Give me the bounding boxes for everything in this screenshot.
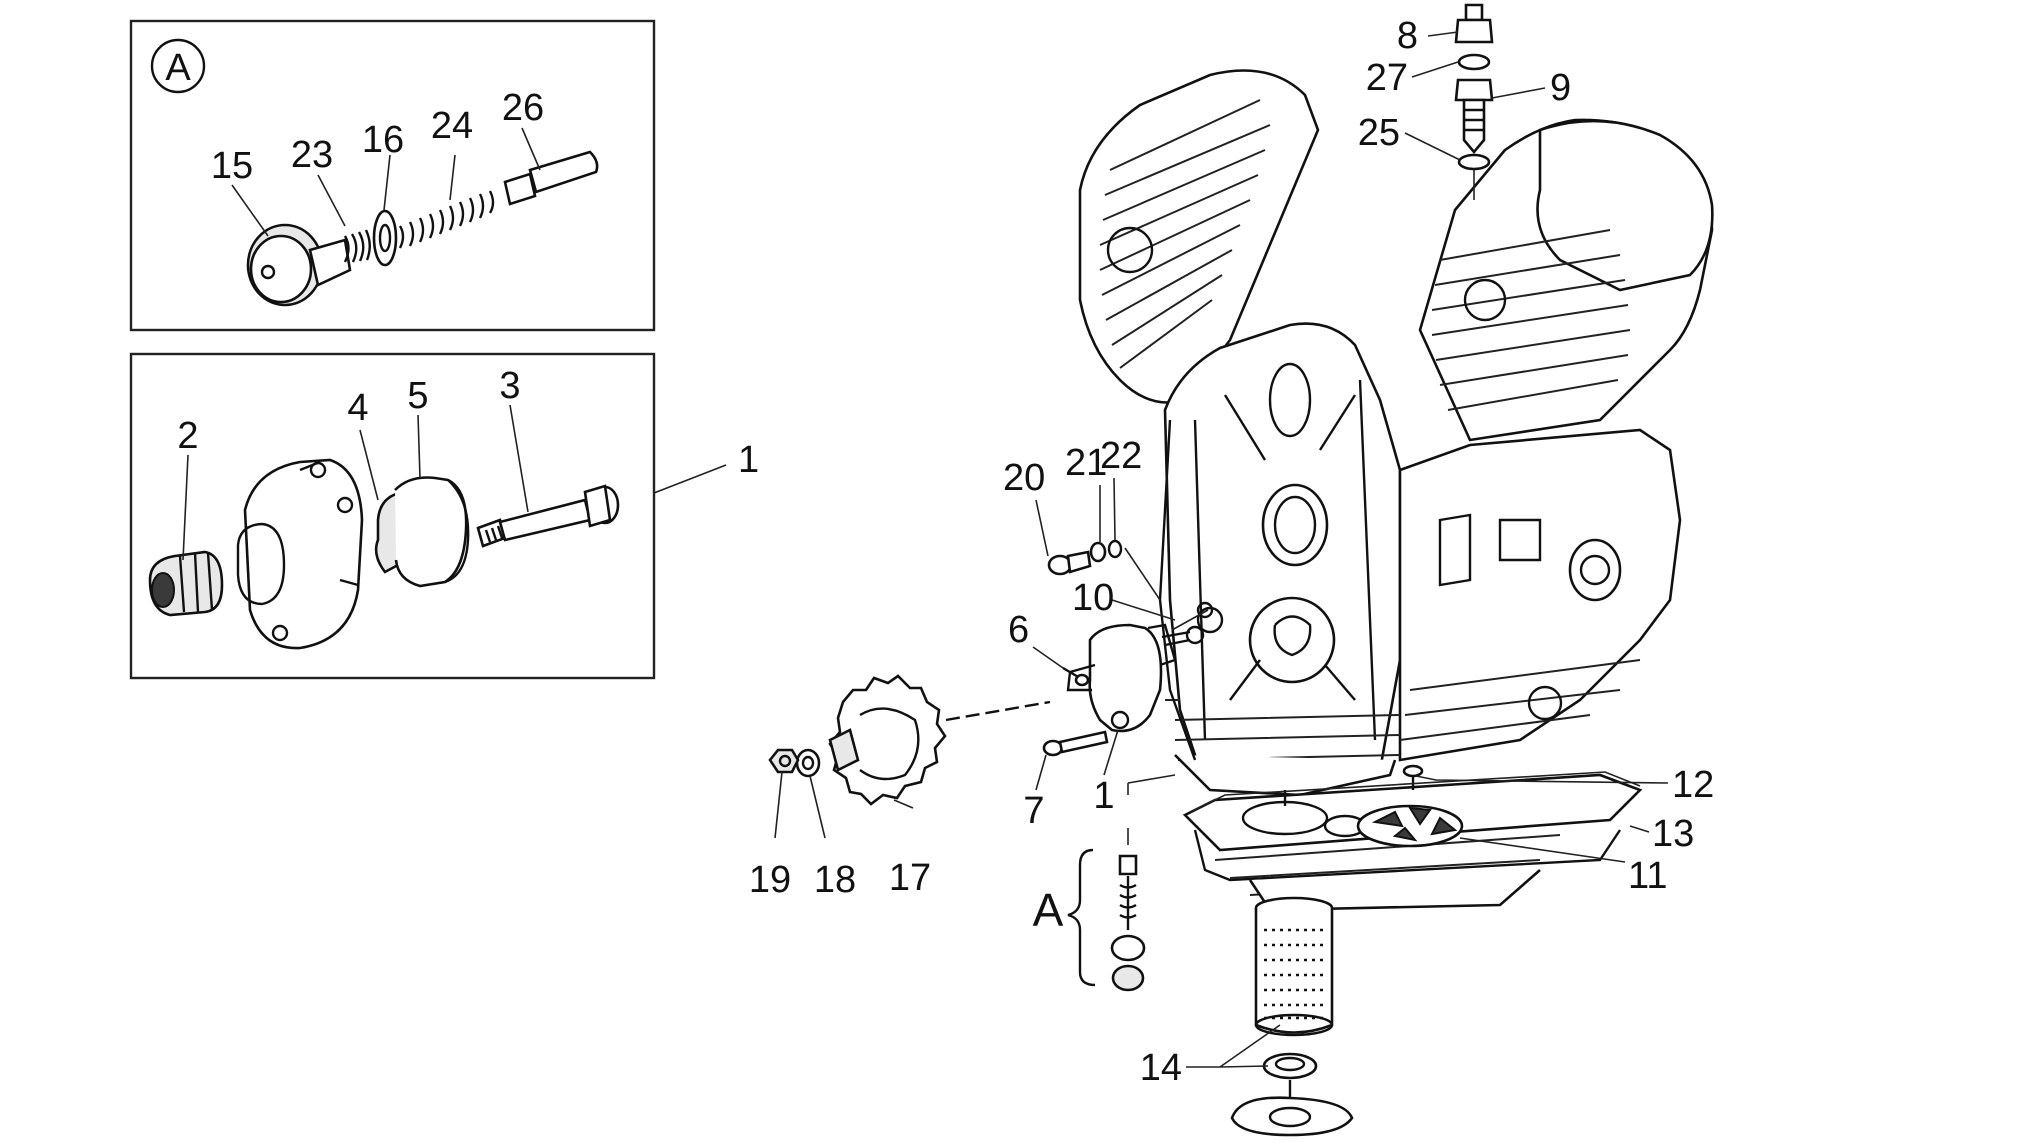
- part-10-leader: [1171, 609, 1209, 631]
- label-16: 16: [362, 119, 404, 161]
- part-9-fitting: [1454, 78, 1494, 155]
- label-3: 3: [499, 365, 520, 407]
- oil-filter-group-a: [1067, 774, 1176, 992]
- label-12: 12: [1672, 764, 1714, 806]
- label-27: 27: [1366, 57, 1408, 99]
- left-cylinder: [1078, 69, 1320, 404]
- inset-pump-frame: [129, 352, 656, 680]
- part-16-washer: [372, 209, 398, 267]
- lower-fins: [1165, 699, 1401, 797]
- label-15: 15: [211, 145, 253, 187]
- part-21-washer: [1089, 541, 1107, 563]
- label-24: 24: [431, 105, 473, 147]
- label-21: 21: [1065, 442, 1107, 484]
- inset-oil-pump: 2 4 5 3: [129, 352, 656, 680]
- part-19-nut: [768, 748, 800, 774]
- label-25: 25: [1358, 112, 1400, 154]
- part-13-gasket: [1189, 771, 1641, 813]
- oil-pump-mounted: [1066, 623, 1205, 733]
- part-6-screw: [1062, 666, 1090, 687]
- label-10: 10: [1072, 577, 1114, 619]
- crankcase: [1163, 322, 1402, 792]
- part-2-fitting: [148, 550, 224, 617]
- part-23-spring: [343, 229, 371, 263]
- part-22-oring: [1107, 539, 1123, 559]
- leader-lines: [774, 31, 1669, 1068]
- label-23: 23: [291, 134, 333, 176]
- part-18-washer: [795, 748, 821, 778]
- callout-labels: 8 27 9 25 20 21 22 10 6 7 1 12 13 11 14 …: [749, 15, 1714, 1089]
- inset-a-marker: A: [165, 47, 191, 89]
- label-group-a: A: [1033, 884, 1064, 936]
- part-15-bolt: [246, 223, 352, 307]
- label-13: 13: [1652, 813, 1694, 855]
- part-12-screw: [1402, 764, 1424, 790]
- label-4: 4: [347, 387, 368, 429]
- label-9: 9: [1550, 67, 1571, 109]
- label-6: 6: [1008, 609, 1029, 651]
- label-22: 22: [1100, 435, 1142, 477]
- inset-a-frame: [129, 19, 656, 332]
- label-11: 11: [1628, 855, 1667, 897]
- engine-right-side: [1398, 428, 1682, 762]
- label-1-assembly: 1: [738, 439, 759, 481]
- label-19: 19: [749, 859, 791, 901]
- inset-relief-valve: A 15 23 16: [129, 19, 656, 332]
- label-26: 26: [502, 87, 544, 129]
- part-24-spring: [398, 190, 495, 249]
- label-1: 1: [1093, 775, 1114, 817]
- part-17-sprocket: [828, 674, 1051, 806]
- part-14-oil-filter: [1230, 896, 1354, 1137]
- part-7-bolt: [1042, 730, 1109, 757]
- oil-sump: [1182, 764, 1643, 912]
- part-8-sensor: [1454, 3, 1494, 44]
- right-cylinder: [1418, 118, 1714, 442]
- label-5: 5: [407, 375, 428, 417]
- label-8: 8: [1397, 15, 1418, 57]
- part-20-bolt: [1047, 550, 1092, 576]
- inset-a-marker-circle: [150, 38, 206, 94]
- label-7: 7: [1023, 790, 1044, 832]
- label-14: 14: [1140, 1047, 1182, 1089]
- label-2: 2: [177, 415, 198, 457]
- pump-body: [236, 458, 364, 650]
- part-11-strainer: [1356, 804, 1464, 848]
- part-3-shaft: [476, 484, 620, 548]
- label-17: 17: [889, 857, 931, 899]
- part-27-washer: [1457, 53, 1491, 71]
- label-18: 18: [814, 859, 856, 901]
- part-25-washer: [1457, 153, 1491, 171]
- part-5-outer-rotor: [394, 476, 470, 588]
- part-26-piston: [503, 150, 599, 206]
- engine-block: [1078, 69, 1714, 797]
- label-20: 20: [1003, 457, 1045, 499]
